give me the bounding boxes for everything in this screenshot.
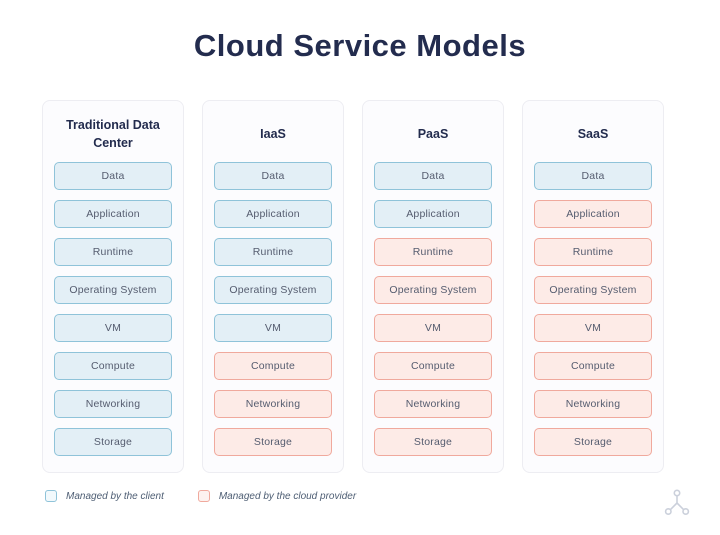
layer-box-operating-system: Operating System	[374, 276, 492, 304]
layer-box-compute: Compute	[374, 352, 492, 380]
layer-box-compute: Compute	[214, 352, 332, 380]
layer-box-runtime: Runtime	[214, 238, 332, 266]
layer-box-networking: Networking	[54, 390, 172, 418]
layer-box-vm: VM	[534, 314, 652, 342]
layer-box-operating-system: Operating System	[534, 276, 652, 304]
legend-item-provider: Managed by the cloud provider	[197, 490, 357, 502]
layer-box-data: Data	[54, 162, 172, 190]
layer-box-operating-system: Operating System	[54, 276, 172, 304]
layer-box-vm: VM	[54, 314, 172, 342]
layer-box-runtime: Runtime	[374, 238, 492, 266]
layer-box-data: Data	[214, 162, 332, 190]
layer-box-compute: Compute	[534, 352, 652, 380]
legend-swatch-provider	[197, 490, 210, 502]
layer-box-application: Application	[534, 200, 652, 228]
layer-box-storage: Storage	[54, 428, 172, 456]
layer-box-operating-system: Operating System	[214, 276, 332, 304]
layer-box-runtime: Runtime	[54, 238, 172, 266]
layer-box-networking: Networking	[534, 390, 652, 418]
column-header: IaaS	[260, 126, 286, 141]
layer-box-data: Data	[374, 162, 492, 190]
layer-box-runtime: Runtime	[534, 238, 652, 266]
layer-box-application: Application	[54, 200, 172, 228]
layer-box-storage: Storage	[534, 428, 652, 456]
page-title: Cloud Service Models	[193, 28, 527, 63]
layer-box-application: Application	[214, 200, 332, 228]
legend: Managed by the client Managed by the clou…	[45, 490, 356, 502]
triangle-network-icon	[662, 487, 692, 519]
layer-box-compute: Compute	[54, 352, 172, 380]
legend-label: Managed by the cloud provider	[218, 490, 357, 502]
column-header: SaaS	[577, 126, 609, 141]
layer-box-application: Application	[374, 200, 492, 228]
layer-box-vm: VM	[374, 314, 492, 342]
layer-box-networking: Networking	[214, 390, 332, 418]
layer-box-vm: VM	[214, 314, 332, 342]
column-header: Traditional Data Center	[66, 117, 160, 150]
legend-swatch-client	[45, 490, 57, 502]
layer-box-storage: Storage	[374, 428, 492, 456]
legend-item-client: Managed by the client	[45, 490, 164, 502]
layer-box-storage: Storage	[214, 428, 332, 456]
layer-box-networking: Networking	[374, 390, 492, 418]
column-header: PaaS	[417, 126, 449, 141]
layer-box-data: Data	[534, 162, 652, 190]
legend-label: Managed by the client	[66, 490, 164, 502]
